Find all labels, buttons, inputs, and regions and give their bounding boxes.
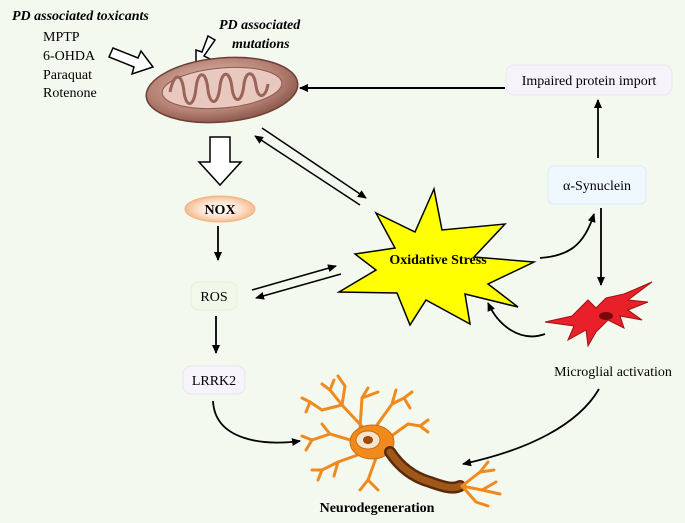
mitochondrion-icon <box>145 56 299 124</box>
nox-label: NOX <box>204 203 235 218</box>
mito-oxidative-double-arrow <box>254 127 367 206</box>
microglial-activation-label: Microglial activation <box>554 365 672 380</box>
toxicant-paraquat: Paraquat <box>43 68 92 83</box>
oxidative-stress-label: Oxidative Stress <box>389 253 487 268</box>
toxicants-group: PD associated toxicants MPTP 6-OHDA Para… <box>12 9 149 101</box>
toxicant-rotenone: Rotenone <box>43 86 97 101</box>
lrrk2-label: LRRK2 <box>192 374 236 389</box>
lrrk2-node: LRRK2 <box>182 365 246 395</box>
ros-label: ROS <box>200 290 227 305</box>
arrow-microglia-to-neuron <box>462 388 600 467</box>
arrow-oxidative-to-synuclein <box>539 213 596 259</box>
synuclein-node: α-Synuclein <box>547 165 647 205</box>
microglia-icon <box>544 281 653 348</box>
toxicant-mptp: MPTP <box>43 30 80 45</box>
toxicant-6-ohda: 6-OHDA <box>43 49 96 64</box>
oxidative-stress-star: Oxidative Stress <box>336 186 537 327</box>
impaired-import-label: Impaired protein import <box>522 74 657 89</box>
mutations-group: PD associated mutations <box>219 18 301 52</box>
synuclein-label: α-Synuclein <box>563 179 631 194</box>
toxicants-title: PD associated toxicants <box>12 9 149 24</box>
ros-oxidative-double-arrow <box>251 264 342 300</box>
nox-node: NOX <box>184 195 256 223</box>
mutations-line2: mutations <box>232 37 290 52</box>
mito-to-nox-hollow-arrow <box>197 136 243 187</box>
neurodegeneration-label: Neurodegeneration <box>320 501 435 516</box>
ros-node: ROS <box>190 281 238 311</box>
neuron-icon <box>300 374 502 508</box>
arrow-microglia-to-oxidative <box>487 302 546 338</box>
mutations-line1: PD associated <box>219 18 301 33</box>
arrow-lrrk2-to-neuron <box>212 400 301 447</box>
toxicant-hollow-arrow <box>107 47 155 76</box>
impaired-import-node: Impaired protein import <box>505 64 673 96</box>
